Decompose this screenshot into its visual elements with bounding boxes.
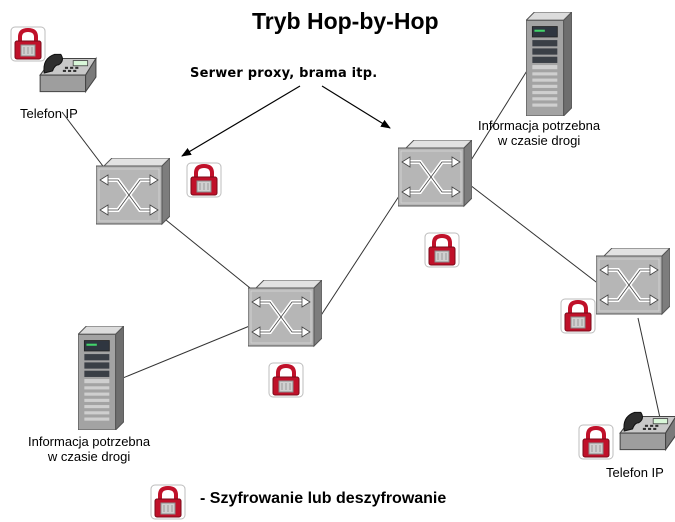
server-label-top: Informacja potrzebna w czasie drogi xyxy=(478,118,600,148)
server-icon xyxy=(526,12,572,116)
legend-lock-icon xyxy=(150,484,186,520)
server-label-top-line1: Informacja potrzebna xyxy=(478,118,601,133)
connection-lines xyxy=(61,49,661,419)
server-icon xyxy=(78,326,124,430)
server-label-bottom-line2: w czasie drogi xyxy=(47,449,131,464)
diagram-title: Tryb Hop-by-Hop xyxy=(252,8,439,34)
annotation-arrows xyxy=(181,85,391,157)
proxy-annotation: Serwer proxy, brama itp. xyxy=(190,66,378,81)
lock-icon xyxy=(560,298,596,334)
server-label-bottom: Informacja potrzebna w czasie drogi xyxy=(28,434,150,464)
ip-phone-icon xyxy=(39,53,97,93)
legend-text: - Szyfrowanie lub deszyfrowanie xyxy=(200,490,447,507)
server-label-top-line2: w czasie drogi xyxy=(497,133,581,148)
lock-icon xyxy=(186,162,222,198)
lock-icon xyxy=(268,362,304,398)
phone-label-right: Telefon IP xyxy=(606,465,664,480)
lock-icon xyxy=(424,232,460,268)
lock-icon xyxy=(578,424,614,460)
server-label-bottom-line1: Informacja potrzebna xyxy=(28,434,151,449)
switch-icon xyxy=(96,158,170,226)
ip-phone-icon xyxy=(619,411,675,451)
lock-icon xyxy=(10,26,46,62)
switch-icon xyxy=(596,248,670,316)
switch-icon xyxy=(248,280,322,348)
switch-icon xyxy=(398,140,472,208)
phone-label-left: Telefon IP xyxy=(20,106,78,121)
